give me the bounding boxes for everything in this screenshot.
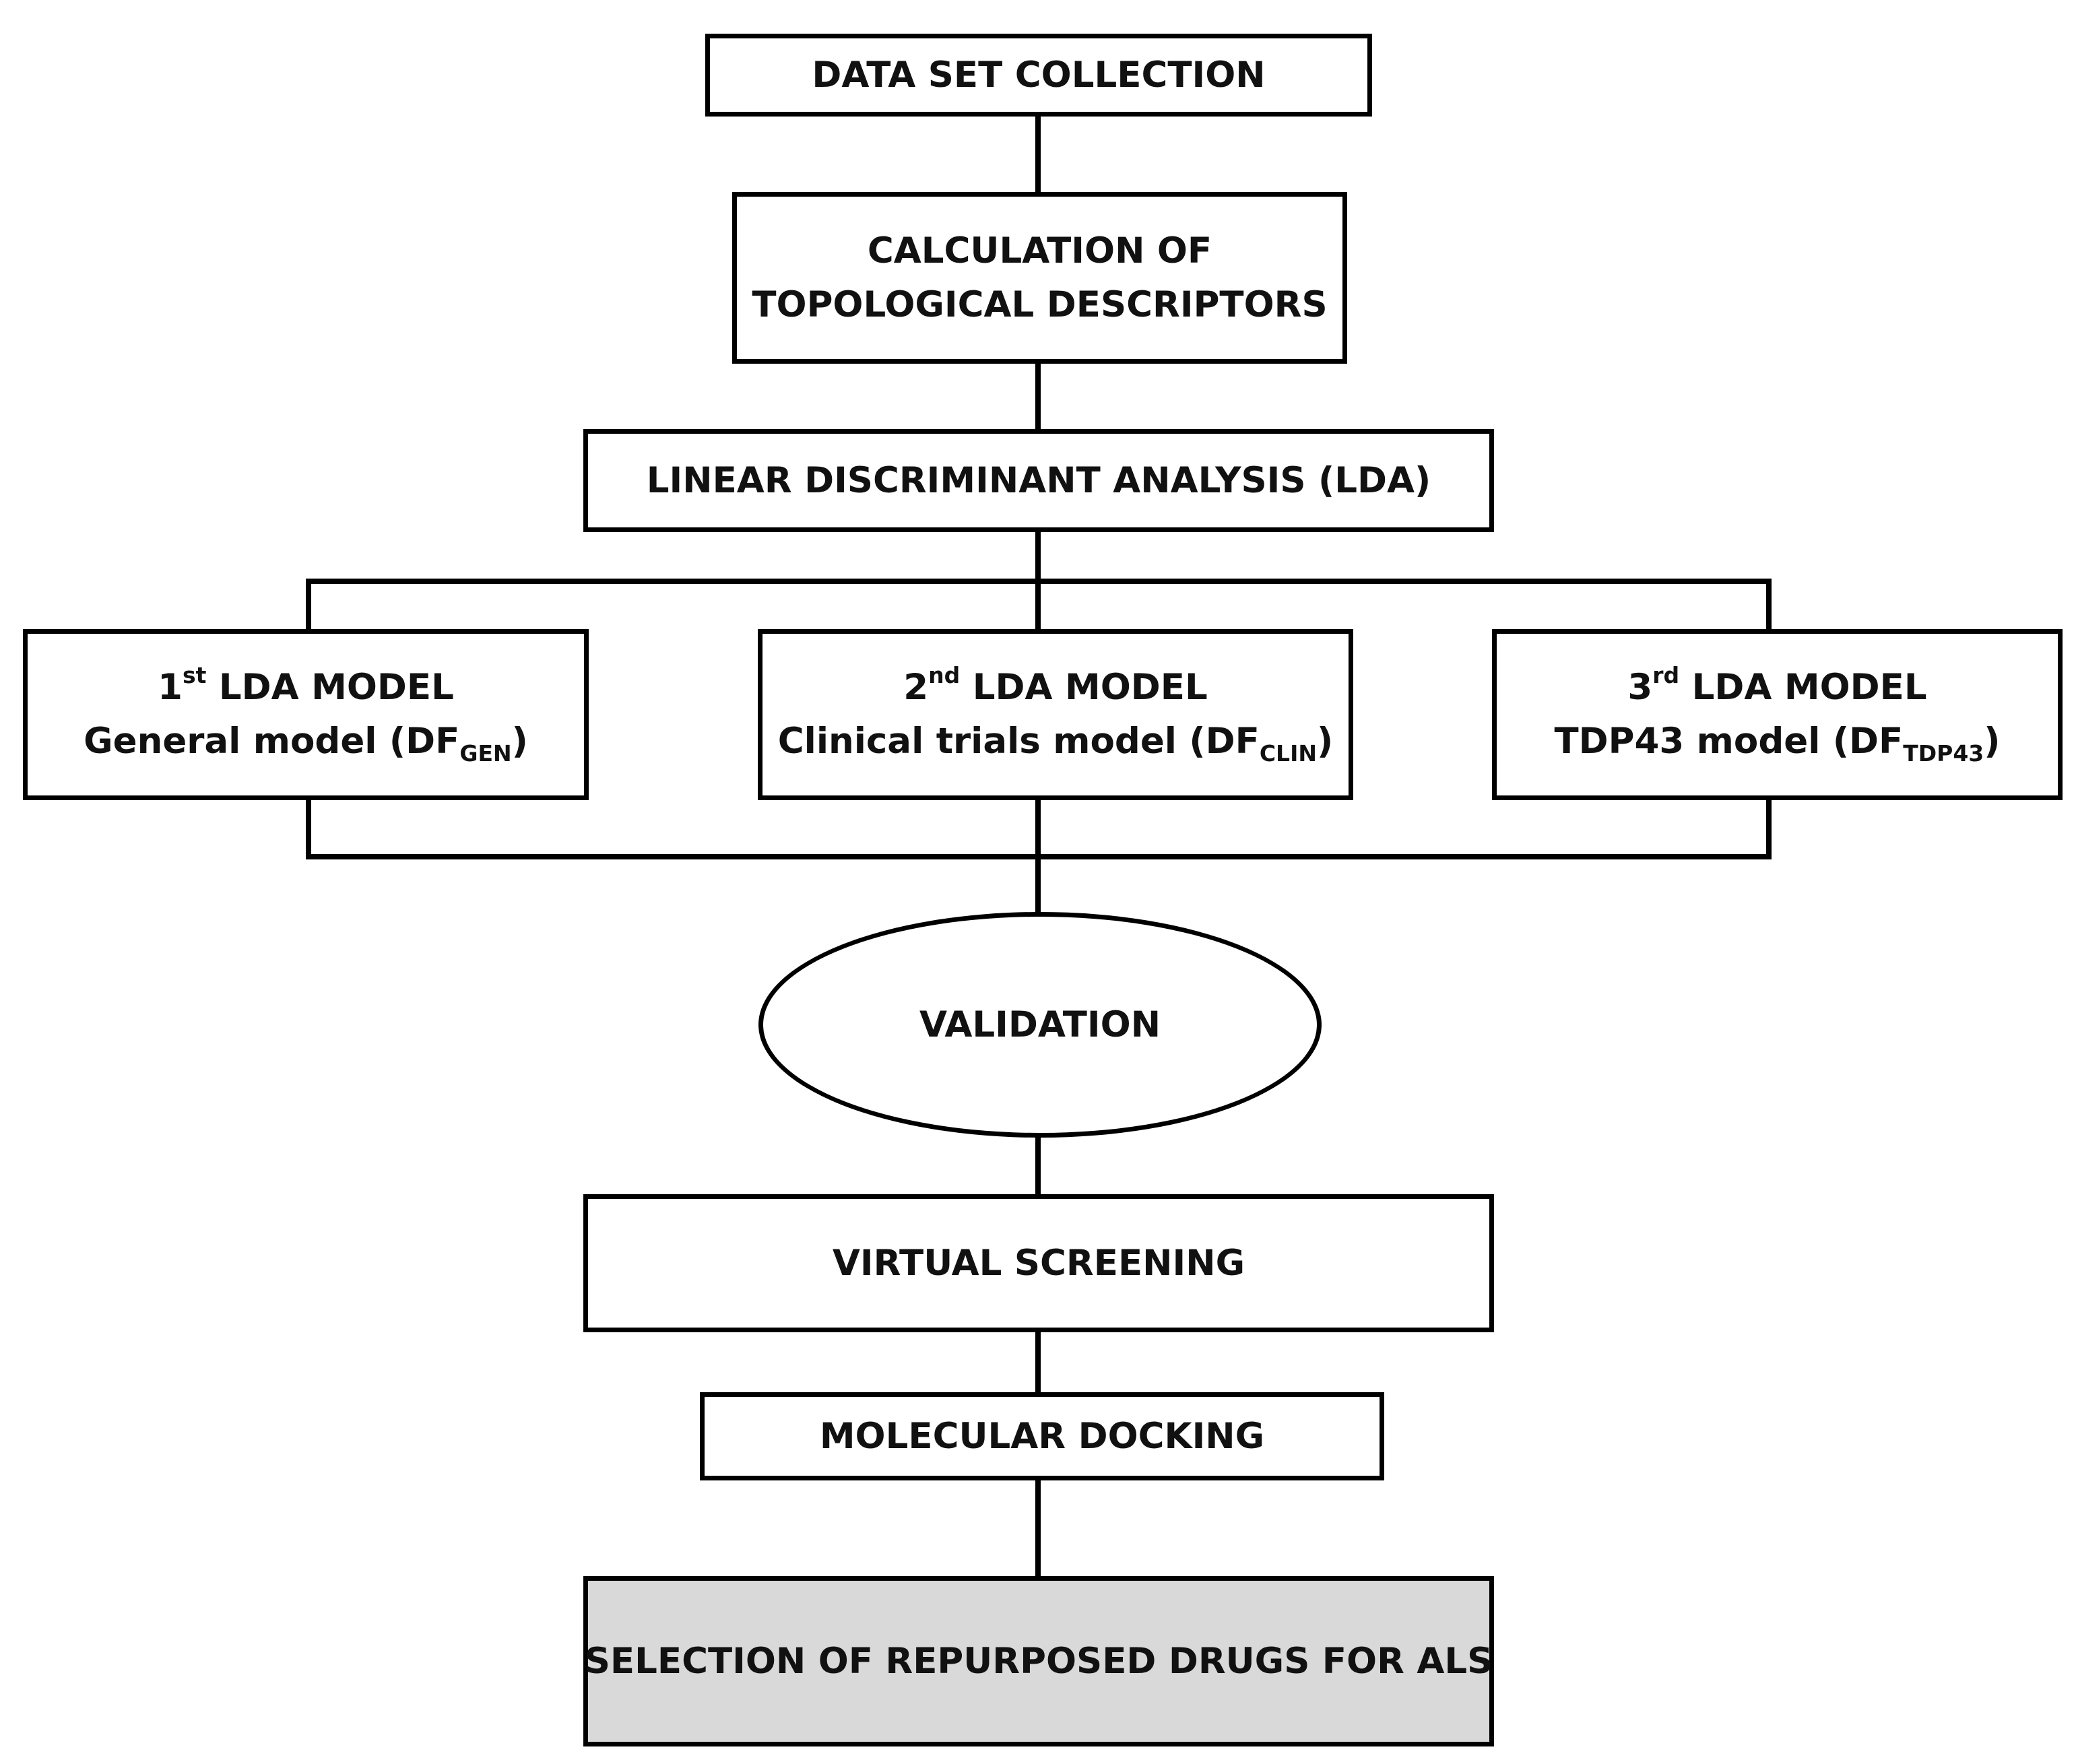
calculation-box: CALCULATION OF TOPOLOGICAL DESCRIPTORS — [732, 192, 1347, 364]
lda-model-2-box: 2nd LDA MODEL Clinical trials model (DFC… — [758, 629, 1353, 800]
molecular-docking-box: MOLECULAR DOCKING — [700, 1392, 1384, 1480]
lda-model-3-box: 3rd LDA MODEL TDP43 model (DFTDP43) — [1492, 629, 2063, 800]
selection-box: SELECTION OF REPURPOSED DRUGS FOR ALS — [583, 1576, 1494, 1746]
selection-label: SELECTION OF REPURPOSED DRUGS FOR ALS — [584, 1640, 1493, 1682]
lda-model-2-title: 2nd LDA MODEL — [903, 662, 1208, 708]
lda-model-1-description: General model (DFGEN) — [84, 721, 528, 766]
lda-label: LINEAR DISCRIMINANT ANALYSIS (LDA) — [646, 459, 1431, 501]
lda-model-3-description: TDP43 model (DFTDP43) — [1554, 721, 2001, 766]
lda-model-3-title: 3rd LDA MODEL — [1627, 662, 1927, 708]
lda-model-1-box: 1st LDA MODEL General model (DFGEN) — [23, 629, 589, 800]
validation-ellipse: VALIDATION — [758, 912, 1322, 1138]
data-set-collection-box: DATA SET COLLECTION — [705, 34, 1372, 117]
lda-model-2-description: Clinical trials model (DFCLIN) — [777, 721, 1334, 766]
calculation-label-line2: TOPOLOGICAL DESCRIPTORS — [752, 284, 1328, 325]
connector-lda-branch-bar — [306, 579, 1772, 634]
calculation-label-line1: CALCULATION OF — [867, 230, 1212, 271]
molecular-docking-label: MOLECULAR DOCKING — [819, 1415, 1265, 1457]
data-set-collection-label: DATA SET COLLECTION — [812, 54, 1266, 96]
validation-label: VALIDATION — [919, 1004, 1161, 1045]
lda-box: LINEAR DISCRIMINANT ANALYSIS (LDA) — [583, 429, 1494, 532]
lda-model-1-title: 1st LDA MODEL — [158, 662, 454, 708]
virtual-screening-label: VIRTUAL SCREENING — [832, 1242, 1245, 1284]
virtual-screening-box: VIRTUAL SCREENING — [583, 1194, 1494, 1332]
